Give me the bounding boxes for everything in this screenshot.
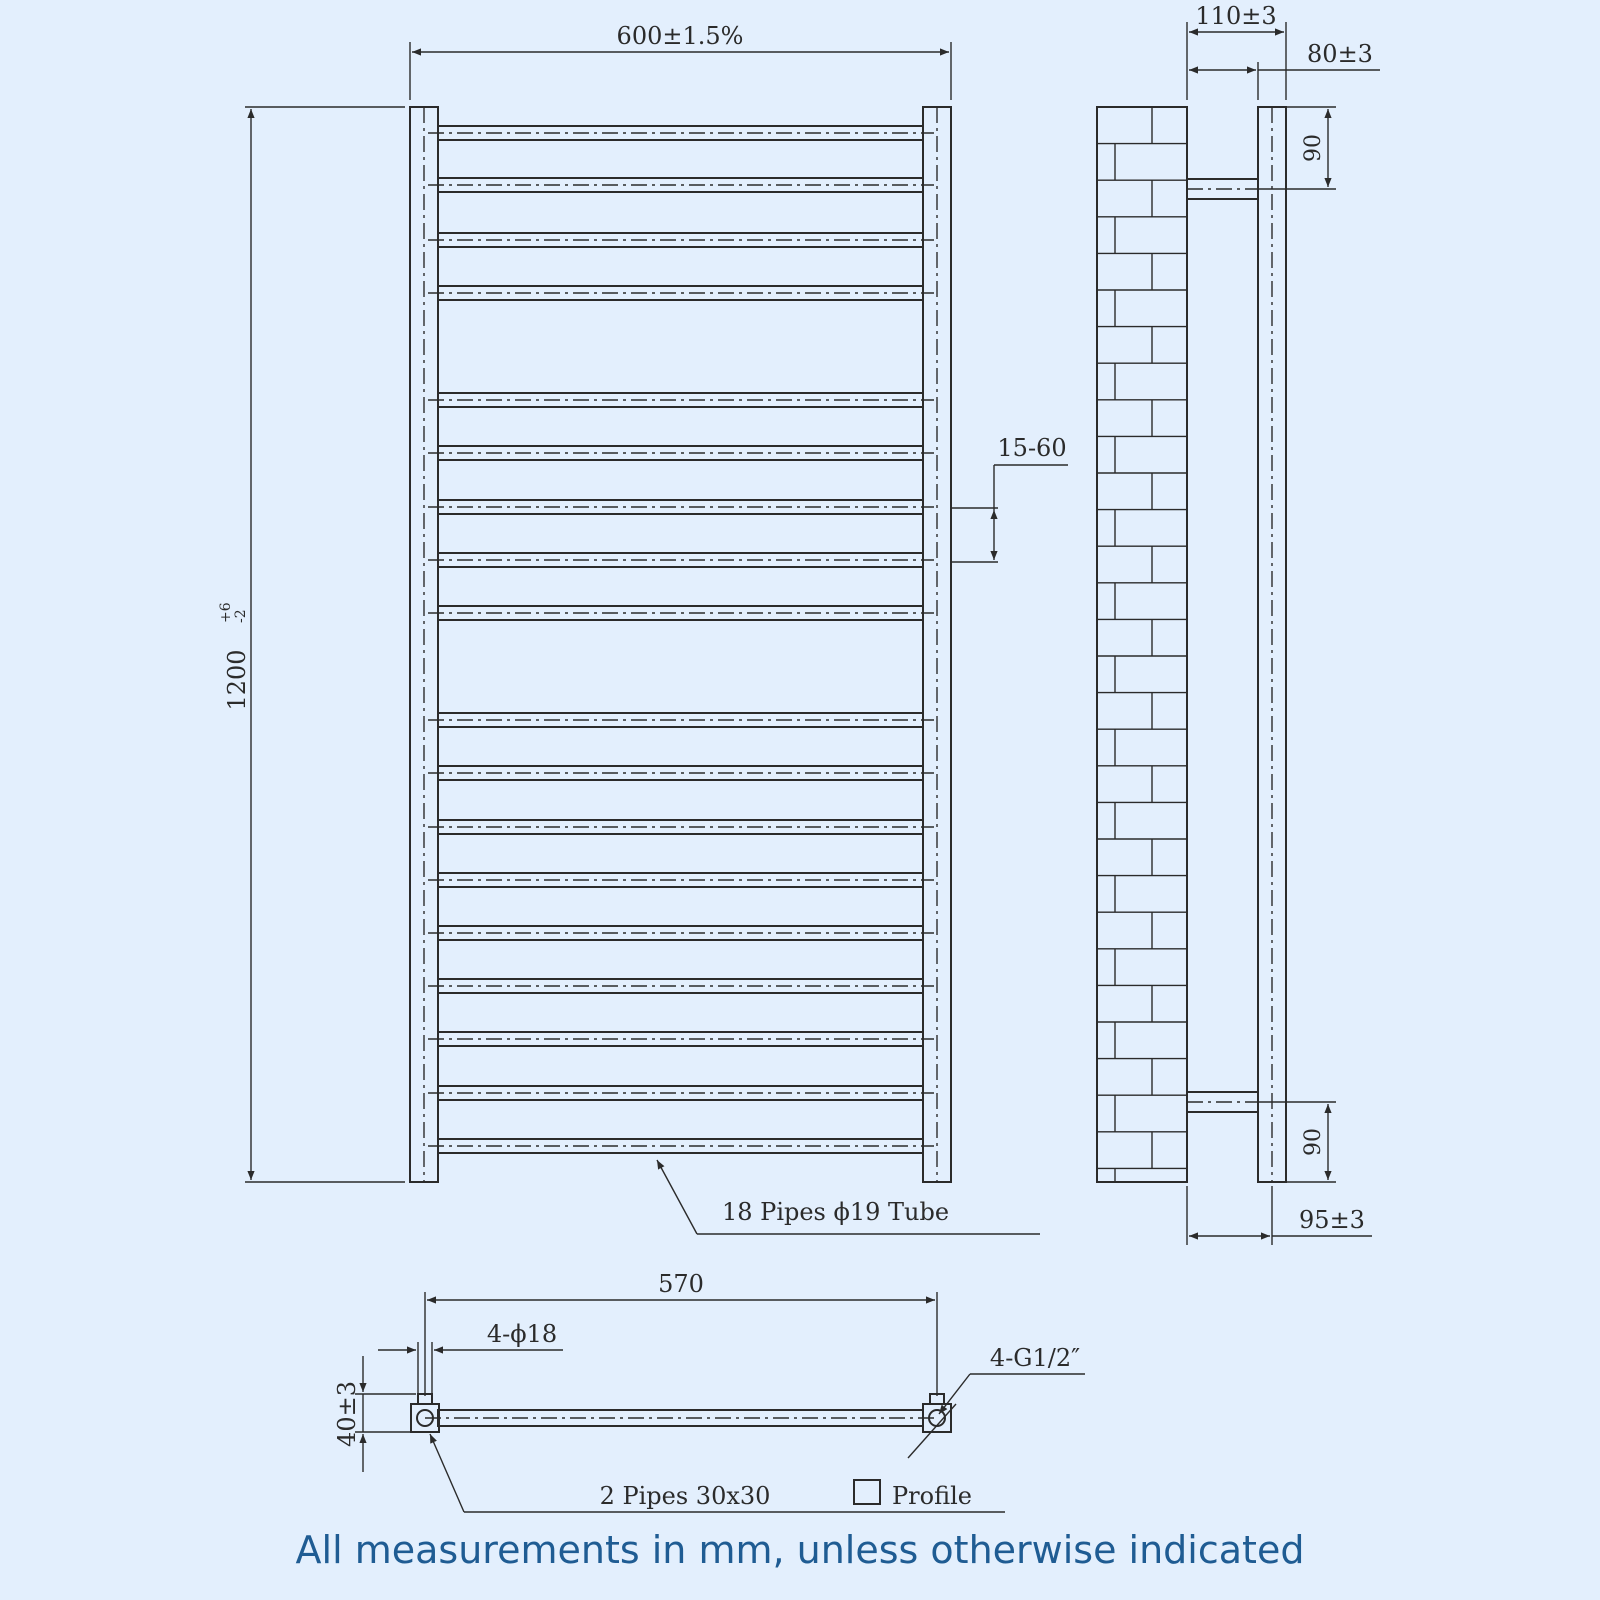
brick-wall-pattern (1097, 107, 1187, 1182)
side-depth-overall-label: 110±3 (1195, 2, 1276, 30)
bottom-height-label: 40±3 (333, 1381, 361, 1447)
left-valve-hole (416, 1409, 434, 1427)
bottom-view: 570 4-ϕ18 40±3 4-G1/2″ 2 Pipes 30x30 Pro… (333, 1270, 1085, 1513)
bottom-pipes-label: 2 Pipes 30x30 (600, 1482, 771, 1510)
horizontal-bar (437, 445, 924, 461)
front-height-label: 1200 (223, 649, 251, 710)
bottom-centres-label: 570 (658, 1270, 704, 1298)
horizontal-bar (437, 925, 924, 941)
thread-label: 4-G1/2″ (990, 1344, 1080, 1372)
horizontal-bar (437, 1138, 924, 1154)
front-view: 600±1.5% 1200 +6 -2 15-60 18 Pipes ϕ19 T… (218, 22, 1068, 1235)
horizontal-bar (437, 872, 924, 888)
horizontal-bars (428, 125, 934, 1154)
horizontal-bar (437, 125, 924, 141)
bar-spacing-label: 15-60 (997, 434, 1066, 462)
wall-outline (1096, 106, 1188, 1183)
horizontal-bar (437, 1085, 924, 1101)
side-view: 110±3 80±3 90 90 95±3 (1096, 2, 1380, 1245)
front-height-tol-upper: +6 (218, 602, 234, 623)
side-depth-base-label: 95±3 (1299, 1206, 1365, 1234)
horizontal-bar (437, 712, 924, 728)
horizontal-bar (437, 499, 924, 515)
horizontal-bar (437, 552, 924, 568)
side-depth-rail-label: 80±3 (1307, 40, 1373, 68)
horizontal-bar (437, 1031, 924, 1047)
profile-square-icon (853, 1479, 881, 1505)
horizontal-bar (437, 177, 924, 193)
footer-note: All measurements in mm, unless otherwise… (295, 1528, 1305, 1572)
horizontal-bar (437, 605, 924, 621)
horizontal-bar (437, 765, 924, 781)
profile-label: Profile (892, 1482, 972, 1510)
horizontal-bar (437, 978, 924, 994)
pipes-label: 18 Pipes ϕ19 Tube (722, 1198, 949, 1226)
front-width-label: 600±1.5% (617, 22, 744, 50)
bracket-top-offset-label: 90 (1301, 134, 1326, 162)
horizontal-bar (437, 285, 924, 301)
horizontal-bar (437, 819, 924, 835)
horizontal-bar (437, 392, 924, 408)
hole-label: 4-ϕ18 (487, 1320, 557, 1348)
horizontal-bar (437, 232, 924, 248)
front-height-tol-lower: -2 (233, 609, 249, 623)
bracket-bottom-offset-label: 90 (1301, 1128, 1326, 1156)
